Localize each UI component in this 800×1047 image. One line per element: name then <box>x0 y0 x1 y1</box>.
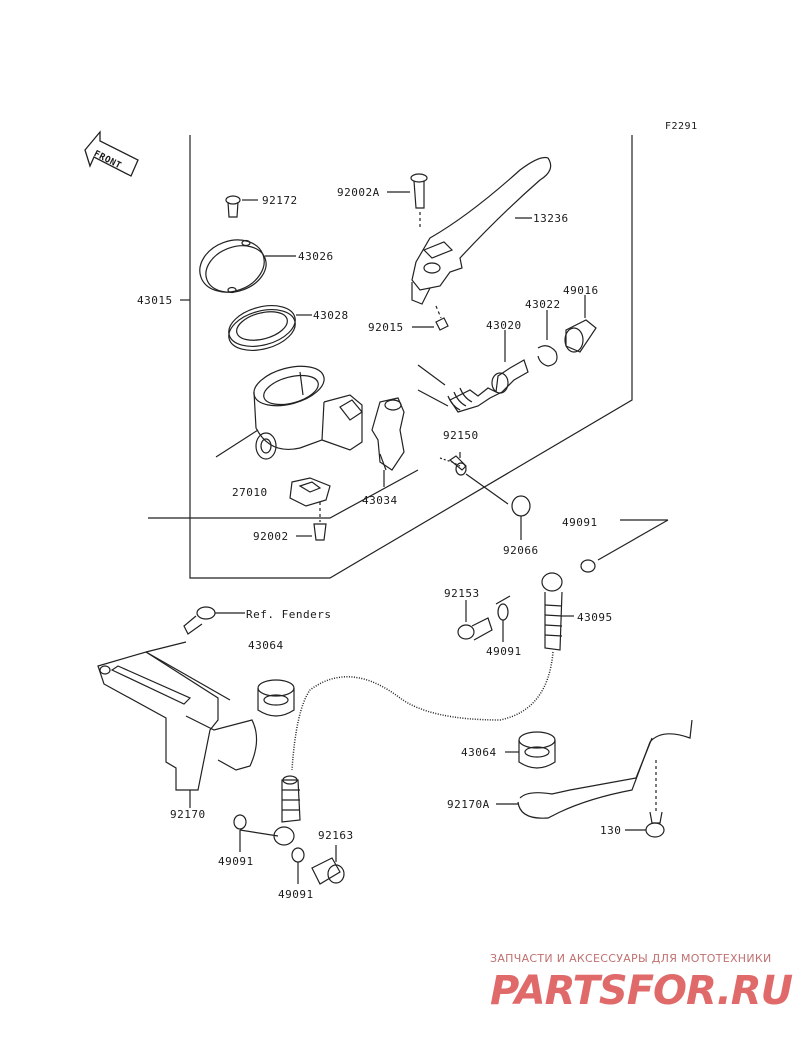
part-label-92163: 92163 <box>318 829 354 842</box>
washer-49091-lower-left <box>233 814 247 852</box>
part-label-49091-lower-right: 49091 <box>278 888 314 901</box>
bracket-92170 <box>97 641 258 808</box>
watermark-tagline: ЗАПЧАСТИ И АКСЕССУАРЫ ДЛЯ МОТОТЕХНИКИ <box>490 952 772 965</box>
part-label-27010: 27010 <box>232 486 268 499</box>
assembly-outline <box>189 135 633 579</box>
part-label-92002A: 92002A <box>337 186 380 199</box>
assembly-outline-lower <box>148 469 419 519</box>
bolt-92163 <box>311 845 345 885</box>
cap-92066 <box>511 495 531 540</box>
grommet-43064-right <box>505 731 556 769</box>
screw-92002 <box>296 523 327 541</box>
banjo-fitting-43095 <box>541 519 669 651</box>
reservoir-cap-43026 <box>199 239 296 294</box>
master-cylinder-body <box>215 365 363 460</box>
dust-boot-49016 <box>564 295 597 353</box>
diaphragm-43028 <box>228 305 312 351</box>
part-label-92170: 92170 <box>170 808 206 821</box>
clip-92170A <box>496 719 693 819</box>
part-label-92170A: 92170A <box>447 798 490 811</box>
grommet-43064-left <box>257 679 295 717</box>
ref-fenders-label: Ref. Fenders <box>246 608 332 621</box>
part-label-43022: 43022 <box>525 298 561 311</box>
part-label-92172: 92172 <box>262 194 298 207</box>
part-label-49091-lower-left: 49091 <box>218 855 254 868</box>
bolt-92153 <box>457 600 493 641</box>
part-label-130: 130 <box>600 824 622 837</box>
brake-switch-27010 <box>289 477 331 522</box>
part-label-43015: 43015 <box>137 294 173 307</box>
part-label-49091-mid: 49091 <box>486 645 522 658</box>
screw-92172 <box>225 195 258 218</box>
part-label-43028: 43028 <box>313 309 349 322</box>
washer-49091-upper <box>497 603 509 642</box>
part-label-92015: 92015 <box>368 321 404 334</box>
bolt-92150 <box>439 452 509 505</box>
nut-92015 <box>412 305 449 331</box>
brake-lever-13236 <box>411 156 552 305</box>
part-label-92153: 92153 <box>444 587 480 600</box>
watermark-logo: PARTSFOR.RU <box>490 968 793 1014</box>
part-label-49016: 49016 <box>563 284 599 297</box>
clamp-43034 <box>371 397 405 487</box>
fender-bolt <box>183 606 245 635</box>
lower-banjo-fitting <box>239 775 301 846</box>
part-label-43020: 43020 <box>486 319 522 332</box>
circlip-43022 <box>537 310 558 367</box>
front-arrow-icon <box>84 130 139 177</box>
part-label-92150: 92150 <box>443 429 479 442</box>
part-label-43026: 43026 <box>298 250 334 263</box>
part-label-43064-upper: 43064 <box>248 639 284 652</box>
part-label-13236: 13236 <box>533 212 569 225</box>
part-label-43034: 43034 <box>362 494 398 507</box>
bolt-92002A <box>387 173 428 230</box>
piston-assembly-43020 <box>417 330 529 413</box>
bolt-130 <box>625 760 665 838</box>
part-label-92066: 92066 <box>503 544 539 557</box>
figure-code: F2291 <box>665 121 698 132</box>
washer-49091-lower-right <box>291 847 305 884</box>
part-label-43064-lower: 43064 <box>461 746 497 759</box>
part-label-43095: 43095 <box>577 611 613 624</box>
part-label-49091-top: 49091 <box>562 516 598 529</box>
part-label-92002: 92002 <box>253 530 289 543</box>
